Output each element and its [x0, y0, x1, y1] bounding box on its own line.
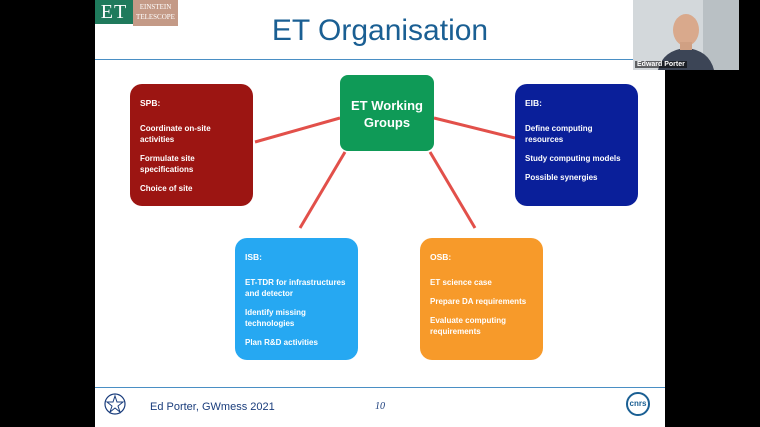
footer-presenter: Ed Porter, GWmess 2021 — [150, 401, 275, 413]
connector-isb — [298, 151, 347, 229]
eib-item-1: Define computing resources — [525, 124, 593, 144]
slide-title: ET Organisation — [271, 14, 489, 47]
osb-item-2: Prepare DA requirements — [430, 297, 527, 306]
slide-page-number: 10 — [375, 401, 385, 412]
eib-heading: EIB: — [525, 98, 542, 108]
center-working-groups: ET Working Groups — [340, 75, 434, 151]
participant-avatar — [633, 0, 739, 70]
eib-item-2: Study computing models — [525, 154, 621, 163]
participant-video-tile[interactable]: Edward Porter — [633, 0, 739, 70]
cnrs-logo: cnrs — [626, 392, 650, 416]
connector-osb — [428, 151, 477, 229]
spb-box: SPB: Coordinate on-site activities Formu… — [130, 84, 253, 206]
isb-heading: ISB: — [245, 252, 262, 262]
logo-line-2: TELESCOPE — [136, 13, 175, 21]
presentation-slide: ET EINSTEIN TELESCOPE ET Organisation ET… — [95, 0, 665, 427]
connector-spb — [254, 116, 341, 144]
eib-item-3: Possible synergies — [525, 173, 598, 182]
osb-heading: OSB: — [430, 252, 452, 262]
osb-item-3: Evaluate computing requirements — [430, 316, 507, 336]
spb-item-1: Coordinate on-site activities — [140, 124, 211, 144]
logo-line-1: EINSTEIN — [139, 3, 172, 11]
emblem-icon — [104, 393, 126, 415]
connector-lines — [254, 116, 516, 229]
osb-item-1: ET science case — [430, 278, 492, 287]
isb-item-3: Plan R&D activities — [245, 338, 318, 347]
eib-box: EIB: Define computing resources Study co… — [515, 84, 638, 206]
footer-rule — [95, 387, 665, 388]
participant-name: Edward Porter — [635, 61, 687, 68]
spb-item-3: Choice of site — [140, 184, 193, 193]
connector-eib — [433, 116, 516, 140]
isb-item-2: Identify missing technologies — [245, 308, 306, 328]
logo-letters: ET — [95, 0, 133, 24]
title-rule — [95, 59, 665, 60]
spb-item-2: Formulate site specifications — [140, 154, 195, 174]
einstein-telescope-logo: ET EINSTEIN TELESCOPE — [95, 0, 178, 26]
isb-item-1: ET-TDR for infrastructures and detector — [245, 278, 346, 298]
osb-box: OSB: ET science case Prepare DA requirem… — [420, 238, 543, 360]
isb-box: ISB: ET-TDR for infrastructures and dete… — [235, 238, 358, 360]
spb-heading: SPB: — [140, 98, 161, 108]
